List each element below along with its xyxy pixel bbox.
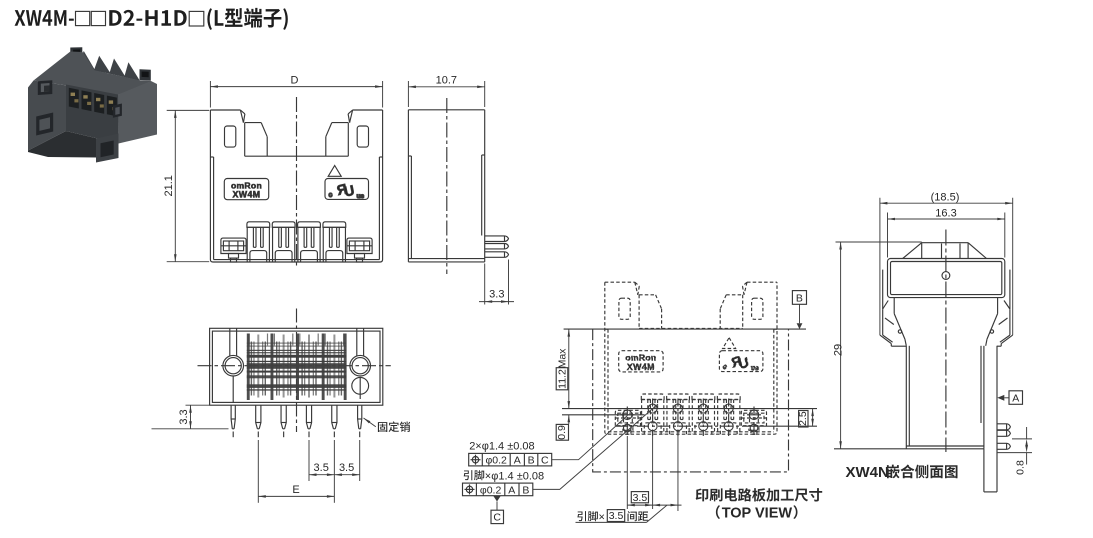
svg-text:3.5: 3.5 xyxy=(633,492,648,504)
svg-text:2.5: 2.5 xyxy=(797,411,809,426)
svg-text:φ0.2: φ0.2 xyxy=(485,455,507,467)
svg-text:2×φ1.4 ±0.08: 2×φ1.4 ±0.08 xyxy=(469,440,534,452)
svg-text:×: × xyxy=(598,511,604,523)
svg-text:TOP VIEW: TOP VIEW xyxy=(722,506,793,522)
svg-text:29: 29 xyxy=(833,344,845,356)
svg-text:11.2: 11.2 xyxy=(556,369,568,389)
svg-text:E: E xyxy=(292,484,299,496)
svg-text:0.9: 0.9 xyxy=(556,425,568,440)
svg-text:φ0.2: φ0.2 xyxy=(480,484,502,496)
svg-text:10.7: 10.7 xyxy=(436,75,457,87)
svg-text:us: us xyxy=(357,193,365,200)
svg-text:3.3: 3.3 xyxy=(178,409,190,424)
svg-text:Max: Max xyxy=(556,348,568,369)
svg-text:R: R xyxy=(335,180,348,198)
svg-text:XW4N: XW4N xyxy=(846,464,889,481)
svg-text:C: C xyxy=(493,512,501,524)
svg-text:A: A xyxy=(1012,393,1019,405)
svg-text:D: D xyxy=(291,74,299,86)
svg-text:B: B xyxy=(796,293,803,305)
svg-text:3.3: 3.3 xyxy=(489,289,504,301)
svg-text:omRon: omRon xyxy=(231,180,262,190)
svg-text:B: B xyxy=(522,484,529,496)
svg-text:16.3: 16.3 xyxy=(935,207,956,219)
svg-text:A: A xyxy=(514,455,521,467)
svg-text:0.8: 0.8 xyxy=(1014,460,1026,475)
svg-text:(18.5): (18.5) xyxy=(931,192,960,204)
svg-text:C: C xyxy=(541,455,549,467)
svg-text:c: c xyxy=(329,192,333,199)
svg-text:3.5: 3.5 xyxy=(314,462,329,474)
svg-text:×φ1.4 ±0.08: ×φ1.4 ±0.08 xyxy=(485,470,544,482)
svg-text:U: U xyxy=(343,182,356,200)
svg-text:3.5: 3.5 xyxy=(609,510,624,522)
svg-text:3.5: 3.5 xyxy=(339,462,354,474)
svg-text:B: B xyxy=(528,455,535,467)
svg-text:XW4M: XW4M xyxy=(233,190,261,200)
svg-text:21.1: 21.1 xyxy=(163,175,175,196)
svg-text:A: A xyxy=(508,484,515,496)
